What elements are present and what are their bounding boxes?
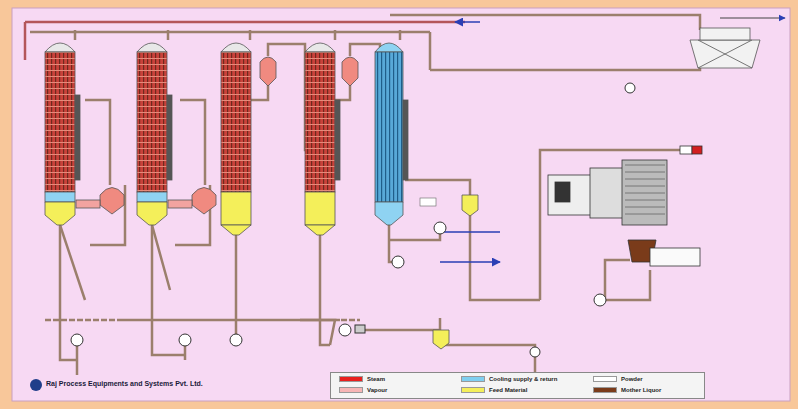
legend-swatch [339,376,363,382]
legend-entry: Powder [593,376,643,382]
legend-text: Powder [621,376,643,382]
legend-swatch [461,387,485,393]
legend-text: Vapour [367,387,387,393]
legend-entry: Vapour [339,387,387,393]
cooling-tower [690,28,760,68]
company-logo [30,379,42,391]
legend-text: Cooling supply & return [489,376,557,382]
legend-text: Feed Material [489,387,527,393]
legend-text: Steam [367,376,385,382]
legend-swatch [461,376,485,382]
spray-dryer [548,146,702,266]
pipework [25,15,700,380]
legend-entry: Feed Material [461,387,527,393]
legend-entry: Steam [339,376,385,382]
legend-text: Mother Liquor [621,387,661,393]
legend-entry: Cooling supply & return [461,376,557,382]
evaporator-columns [45,43,478,349]
legend-box: SteamVapour Cooling supply & returnFeed M… [330,372,705,399]
legend-swatch [593,387,617,393]
legend-entry: Mother Liquor [593,387,661,393]
pumps [71,83,635,357]
legend-swatch [593,376,617,382]
legend-swatch [339,387,363,393]
company-name: Raj Process Equipments and Systems Pvt. … [46,380,203,387]
